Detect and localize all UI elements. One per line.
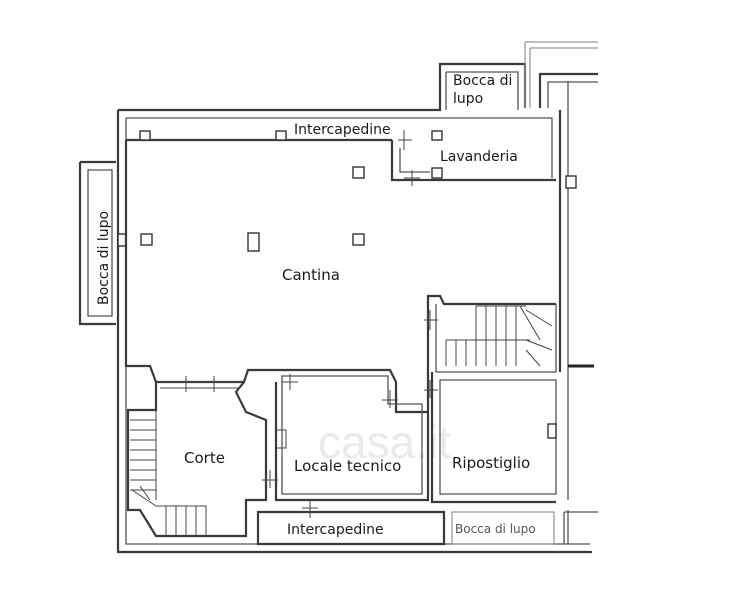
locale-tecnico-label: Locale tecnico xyxy=(294,457,401,475)
ripostiglio-area xyxy=(424,372,557,504)
bocca-di-lupo-left-area xyxy=(78,160,127,326)
lavanderia-area xyxy=(390,117,556,186)
corte-area xyxy=(126,376,268,538)
bocca-di-lupo-bottom-area xyxy=(451,511,598,545)
bocca-di-lupo-top-area xyxy=(445,71,519,110)
bocca-di-lupo-top-label-line2: lupo xyxy=(453,91,483,107)
corte-label: Corte xyxy=(184,449,225,467)
lavanderia-label: Lavanderia xyxy=(440,149,518,165)
cantina-area xyxy=(124,140,577,414)
intercapedine-bottom-area xyxy=(256,500,446,546)
cantina-label: Cantina xyxy=(282,266,340,284)
intercapedine-top-label: Intercapedine xyxy=(294,122,391,138)
bocca-di-lupo-left-label: Bocca di lupo xyxy=(96,211,112,305)
locale-tecnico-area xyxy=(262,374,430,502)
intercapedine-bottom-label: Intercapedine xyxy=(287,522,384,538)
bocca-di-lupo-top-label-line1: Bocca di xyxy=(453,73,512,89)
ripostiglio-label: Ripostiglio xyxy=(452,454,530,472)
stairs-right xyxy=(424,304,557,373)
intercapedine-top-area xyxy=(126,117,446,150)
bocca-di-lupo-bottom-label: Bocca di lupo xyxy=(455,522,536,536)
